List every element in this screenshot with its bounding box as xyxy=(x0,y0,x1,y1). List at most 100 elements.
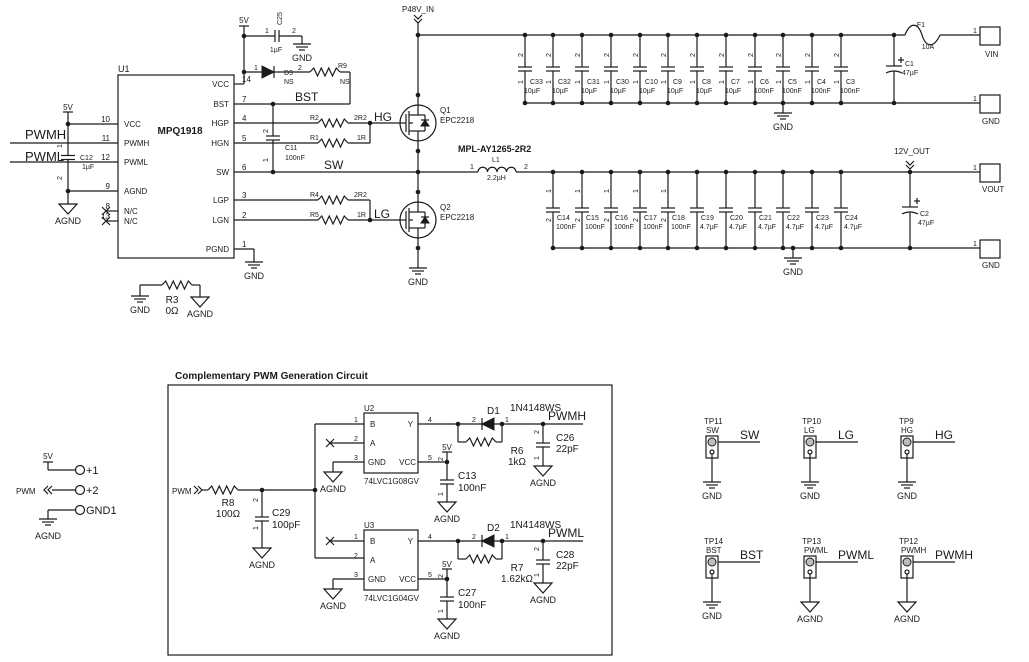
pin-name: PWMH xyxy=(124,139,150,148)
no-connect-mark xyxy=(101,216,111,226)
net-label: LG xyxy=(374,207,390,221)
capacitor-ref: C19 xyxy=(701,215,714,222)
label: 1 xyxy=(805,80,812,84)
pin-name: PWML xyxy=(124,158,149,167)
junction-dot xyxy=(367,120,373,126)
label: 2 xyxy=(546,53,553,57)
label: 1kΩ xyxy=(508,457,527,468)
pin-name: VCC xyxy=(212,80,229,89)
pin-number: 4 xyxy=(242,114,247,123)
label: 2R2 xyxy=(354,192,367,199)
agnd-label: AGND xyxy=(320,484,347,494)
capacitor-ref: C16 xyxy=(615,215,628,222)
label: 1 xyxy=(263,158,270,162)
label: 1 xyxy=(690,80,697,84)
resistor-r4 xyxy=(317,194,349,206)
label: 2 xyxy=(524,164,528,171)
no-connect-mark xyxy=(325,536,335,546)
connector-vin xyxy=(979,26,1001,46)
port-label: PWM xyxy=(172,487,192,496)
junction-dot xyxy=(415,245,421,251)
pin-number: 5 xyxy=(242,134,247,143)
capacitor-value: 100nF xyxy=(556,224,576,231)
label: 2 xyxy=(661,218,668,222)
label: 2 xyxy=(354,553,358,560)
label: Y xyxy=(408,537,414,546)
label: C26 xyxy=(556,433,575,444)
test-point-pad xyxy=(805,557,815,567)
pin-number: 7 xyxy=(242,95,247,104)
label: 2 xyxy=(534,430,541,434)
pin-number: 6 xyxy=(242,163,247,172)
label: 1 xyxy=(534,573,541,577)
ground-label: GND xyxy=(783,267,804,277)
label: 1 xyxy=(265,28,269,35)
ic-part-number: 74LVC1G08GV xyxy=(364,477,420,486)
port-arrow xyxy=(905,160,915,170)
label: 2 xyxy=(57,176,64,180)
agnd-symbol xyxy=(532,582,554,594)
resistor-r9 xyxy=(309,66,341,78)
capacitor-value: 10µF xyxy=(696,88,712,95)
label: D3 xyxy=(284,70,293,77)
capacitor-value: 100nF xyxy=(754,88,774,95)
header-pin xyxy=(74,484,86,496)
agnd-symbol xyxy=(322,588,344,600)
agnd-label: AGND xyxy=(187,309,214,319)
capacitor-value: 4.7µF xyxy=(758,224,776,231)
ground-label: GND xyxy=(800,491,821,501)
capacitor-ref: C31 xyxy=(587,79,600,86)
pin-number: 1 xyxy=(242,240,247,249)
label: 22pF xyxy=(556,561,579,572)
junction-dot xyxy=(415,92,421,98)
header-pin xyxy=(74,464,86,476)
label: C1 xyxy=(905,61,914,68)
label: 1 xyxy=(604,189,611,193)
port-label: PWM xyxy=(16,487,36,496)
label: U2 xyxy=(364,404,375,413)
label: Y xyxy=(408,420,414,429)
label: 2.2µH xyxy=(487,175,506,182)
pin-number: 3 xyxy=(242,191,247,200)
label: GND xyxy=(368,458,386,467)
pin-name: PGND xyxy=(206,245,229,254)
resistor-r7 xyxy=(465,553,497,565)
label: 100pF xyxy=(272,520,300,531)
test-point-pad xyxy=(707,437,717,447)
power-label: 12V_OUT xyxy=(894,147,930,156)
capacitor-ref: C10 xyxy=(645,79,658,86)
label: C27 xyxy=(458,588,477,599)
agnd-symbol xyxy=(322,471,344,483)
capacitor-ref: C18 xyxy=(672,215,685,222)
label: 47µF xyxy=(918,220,934,227)
ground-label: GND xyxy=(244,271,265,281)
label: C2 xyxy=(920,211,929,218)
label: 100nF xyxy=(285,155,305,162)
label: 1 xyxy=(776,80,783,84)
capacitor-value: 4.7µF xyxy=(700,224,718,231)
label: VCC xyxy=(399,458,416,467)
capacitor-value: 4.7µF xyxy=(786,224,804,231)
ground-label: GND xyxy=(773,122,794,132)
power-label: P48V_IN xyxy=(402,5,434,14)
label: 2 xyxy=(534,547,541,551)
label: VCC xyxy=(399,575,416,584)
no-connect-mark xyxy=(101,206,111,216)
label: 1 xyxy=(546,189,553,193)
capacitor-ref: C7 xyxy=(731,79,740,86)
net-label: SW xyxy=(740,428,760,442)
label: B xyxy=(370,420,375,429)
net-label: PWML xyxy=(548,526,584,540)
agnd-label: AGND xyxy=(894,614,921,624)
label: 22pF xyxy=(556,444,579,455)
label: 1 xyxy=(253,526,260,530)
label: 1R xyxy=(357,212,366,219)
capacitor-ref: C32 xyxy=(558,79,571,86)
test-point-pad xyxy=(904,569,910,575)
net-label: PWMH xyxy=(25,127,66,142)
label: 2 xyxy=(633,218,640,222)
label: 2 xyxy=(472,534,476,541)
label: 2 xyxy=(298,65,302,72)
agnd-label: AGND xyxy=(55,216,82,226)
label: R6 xyxy=(511,446,524,457)
